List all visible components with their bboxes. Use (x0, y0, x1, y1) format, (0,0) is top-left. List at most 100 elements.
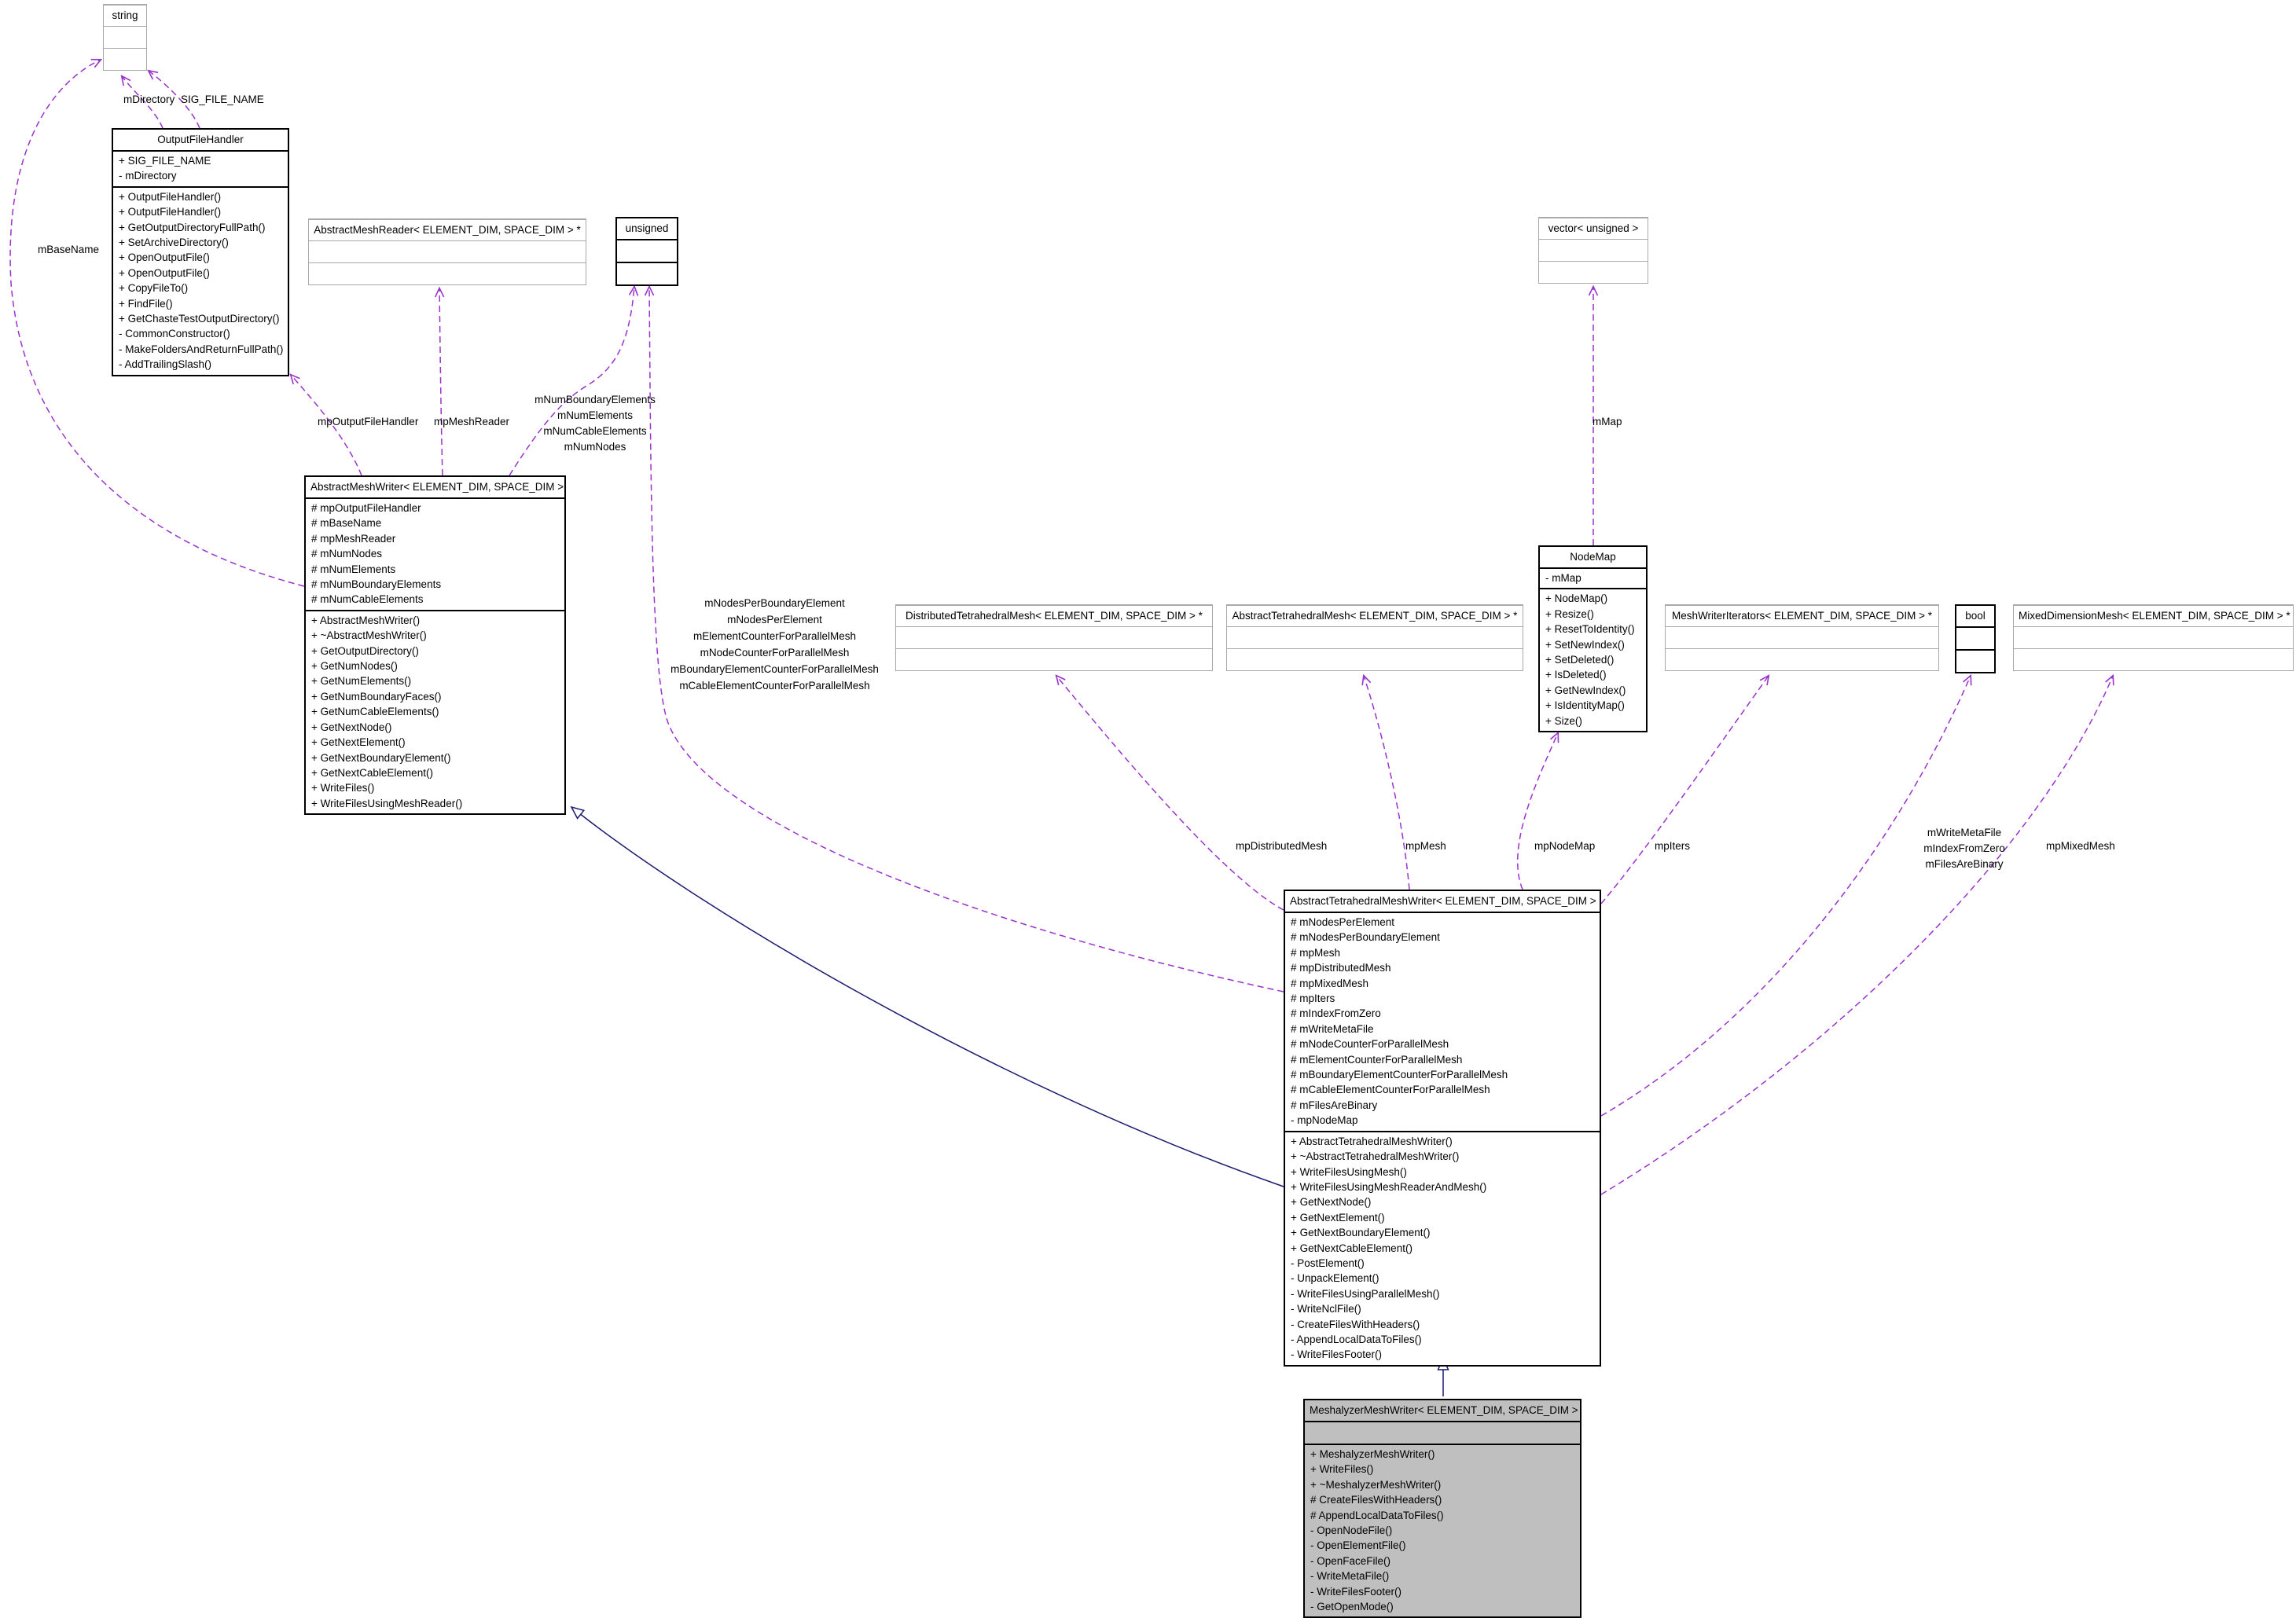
edge-bool-flags (1600, 673, 1972, 1117)
member: # mCableElementCounterForParallelMesh (1291, 1084, 1490, 1096)
class-box-meshwriteriterators: MeshWriterIterators< ELEMENT_DIM, SPACE_… (1665, 604, 1939, 671)
edge-label-line: mIndexFromZero (1923, 842, 2005, 854)
methods-section: + NodeMap()+ Resize()+ ResetToIdentity()… (1540, 588, 1646, 731)
edge-label-mdirectory: mDirectory (123, 94, 175, 105)
member: - WriteFilesUsingParallelMesh() (1291, 1287, 1440, 1300)
attributes-section: - mMap (1540, 567, 1646, 588)
edge-label-line: mElementCounterForParallelMesh (692, 630, 857, 642)
member: - AddTrailingSlash() (119, 358, 212, 371)
methods-section: + MeshalyzerMeshWriter()+ WriteFiles()+ … (1305, 1444, 1580, 1616)
member: + GetNextCableElement() (1291, 1242, 1412, 1254)
member: + ~MeshalyzerMeshWriter() (1310, 1478, 1442, 1491)
member: # CreateFilesWithHeaders() (1310, 1494, 1442, 1506)
class-box-abstracttetrahedralmesh: AbstractTetrahedralMesh< ELEMENT_DIM, SP… (1226, 604, 1523, 671)
attributes-section (1227, 626, 1523, 648)
member: + WriteFilesUsingMeshReader() (311, 797, 463, 809)
member: # mElementCounterForParallelMesh (1291, 1053, 1463, 1066)
member: - GetOpenMode() (1310, 1601, 1394, 1613)
class-title: AbstractMeshWriter< ELEMENT_DIM, SPACE_D… (310, 481, 564, 493)
member: # AppendLocalDataToFiles() (1310, 1509, 1444, 1521)
member: - WriteFilesFooter() (1291, 1348, 1383, 1361)
class-box-outputfilehandler[interactable]: OutputFileHandler + SIG_FILE_NAME- mDire… (112, 128, 289, 376)
class-box-abstractmeshwriter[interactable]: AbstractMeshWriter< ELEMENT_DIM, SPACE_D… (304, 475, 566, 816)
methods-section (617, 262, 677, 284)
class-box-bool: bool (1955, 604, 1996, 673)
edge-label-line: mNumNodes (564, 441, 626, 453)
attributes-section (2014, 626, 2293, 648)
class-title: DistributedTetrahedralMesh< ELEMENT_DIM,… (896, 605, 1212, 626)
attributes-section (104, 26, 146, 48)
class-title: MeshWriterIterators< ELEMENT_DIM, SPACE_… (1666, 605, 1938, 626)
class-box-abstracttetrahedralmeshwriter[interactable]: AbstractTetrahedralMeshWriter< ELEMENT_D… (1284, 890, 1601, 1367)
class-title: AbstractMeshReader< ELEMENT_DIM, SPACE_D… (309, 219, 586, 240)
member: + OpenOutputFile() (119, 266, 210, 279)
member: - CreateFilesWithHeaders() (1291, 1318, 1420, 1330)
member: # mpMixedMesh (1291, 977, 1369, 989)
methods-section (1539, 261, 1648, 283)
member: - OpenNodeFile() (1310, 1524, 1393, 1537)
class-box-mixeddimensionmesh: MixedDimensionMesh< ELEMENT_DIM, SPACE_D… (2013, 604, 2294, 671)
member: + SetNewIndex() (1545, 638, 1625, 651)
member: + GetNumCableElements() (311, 706, 439, 718)
attributes-section: # mNodesPerElement# mNodesPerBoundaryEle… (1285, 912, 1600, 1131)
edge-label-mpoutputfilehandler: mpOutputFileHandler (318, 416, 419, 427)
class-box-nodemap[interactable]: NodeMap - mMap + NodeMap()+ Resize()+ Re… (1538, 545, 1648, 733)
member: # mpMesh (1291, 946, 1341, 959)
methods-section (1956, 649, 1994, 672)
member: + SetArchiveDirectory() (119, 237, 229, 249)
edge-label-sig-file-name: SIG_FILE_NAME (181, 94, 264, 105)
member: - mMap (1545, 572, 1581, 584)
member: + GetNextBoundaryElement() (1291, 1227, 1431, 1239)
attributes-section: # mpOutputFileHandler# mBaseName# mpMesh… (306, 497, 564, 610)
member: - AppendLocalDataToFiles() (1291, 1333, 1422, 1345)
member: # mpDistributedMesh (1291, 962, 1391, 974)
member: - OpenFaceFile() (1310, 1554, 1391, 1567)
member: + MeshalyzerMeshWriter() (1310, 1448, 1435, 1460)
edge-mpnodemap (1516, 731, 1559, 890)
attributes-section (1666, 626, 1938, 648)
member: - WriteMetaFile() (1310, 1570, 1390, 1583)
edge-mpmeshreader (434, 286, 445, 476)
edge-label-mpmixedmesh: mpMixedMesh (2046, 840, 2115, 852)
member: + IsIdentityMap() (1545, 699, 1625, 712)
member: # mpMeshReader (311, 532, 396, 545)
edge-label-line: mWriteMetaFile (1927, 827, 2002, 838)
edge-mpmesh (1361, 673, 1410, 890)
member: # mWriteMetaFile (1291, 1022, 1374, 1035)
edge-label-line: mNumElements (557, 409, 634, 421)
edge-label-mbasename: mBaseName (38, 244, 100, 255)
member: # mNodesPerBoundaryElement (1291, 931, 1440, 944)
class-box-meshalyzermeshwriter[interactable]: MeshalyzerMeshWriter< ELEMENT_DIM, SPACE… (1303, 1399, 1581, 1618)
member: + Resize() (1545, 607, 1594, 620)
class-box-distributedtetrahedralmesh: DistributedTetrahedralMesh< ELEMENT_DIM,… (895, 604, 1213, 671)
member: - MakeFoldersAndReturnFullPath() (119, 343, 284, 355)
member: + GetNextCableElement() (311, 766, 433, 779)
class-box-vector-unsigned: vector< unsigned > (1538, 217, 1648, 284)
attributes-section (1539, 239, 1648, 261)
member: - PostElement() (1291, 1257, 1365, 1269)
edge-label-line: mNumCableElements (543, 425, 647, 437)
attributes-section (1305, 1421, 1580, 1444)
member: + GetNumBoundaryFaces() (311, 690, 442, 703)
member: + GetNewIndex() (1545, 684, 1626, 696)
class-title: string (104, 5, 146, 26)
member: + ~AbstractTetrahedralMeshWriter() (1291, 1150, 1460, 1163)
methods-section (104, 48, 146, 70)
edge-label-line: mBoundaryElementCounterForParallelMesh (670, 663, 879, 675)
member: # mBaseName (311, 517, 382, 530)
member: + CopyFileTo() (119, 282, 189, 295)
member: + OpenOutputFile() (119, 251, 210, 264)
member: + WriteFilesUsingMesh() (1291, 1165, 1407, 1178)
member: + GetNextElement() (1291, 1211, 1385, 1224)
class-title: unsigned (625, 222, 669, 234)
member: # mIndexFromZero (1291, 1007, 1381, 1020)
member: + GetNextBoundaryElement() (311, 751, 451, 764)
edge-label-line: mNodesPerBoundaryElement (704, 597, 845, 609)
member: - OpenElementFile() (1310, 1539, 1406, 1552)
methods-section (1666, 648, 1938, 670)
member: - mDirectory (119, 170, 177, 182)
member: - UnpackElement() (1291, 1272, 1379, 1285)
member: + SetDeleted() (1545, 654, 1615, 666)
